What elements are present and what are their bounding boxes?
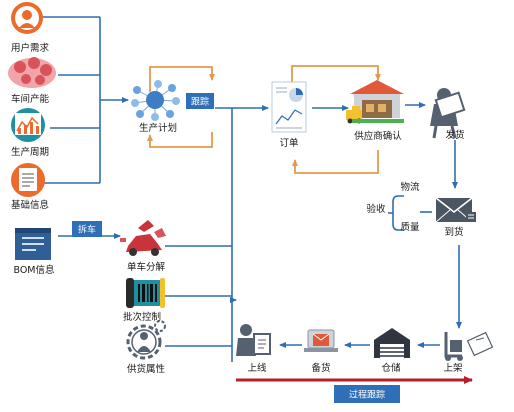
process-tracking-tag-label: 过程跟踪 — [349, 389, 385, 401]
warehouse-truck-icon — [346, 80, 404, 124]
production-plan-node: 生产计划 — [131, 80, 180, 134]
arrival-label: 到货 — [444, 226, 463, 238]
user-demand-node: 用户需求 — [11, 2, 50, 54]
worker-with-board-icon — [236, 324, 271, 356]
production-cycle-icon — [11, 108, 45, 142]
inspection-logistics-label: 物流 — [400, 181, 420, 193]
storage-node: 仓储 — [374, 328, 410, 374]
supply-attribute-node: 供货属性 — [126, 320, 166, 375]
shop-capacity-label: 车间产能 — [11, 93, 50, 105]
warehouse-icon — [374, 328, 410, 358]
supplier-confirm-label: 供应商确认 — [354, 130, 402, 142]
order-node: 订单 — [271, 81, 307, 149]
order-label: 订单 — [279, 137, 299, 149]
inspection-acceptance-label: 验收 — [366, 203, 386, 215]
picking-label: 备货 — [311, 362, 330, 374]
vehicle-breakdown-node: 单车分解 — [120, 220, 166, 273]
picking-node: 备货 — [304, 329, 338, 374]
basic-info-icon — [11, 163, 45, 197]
hand-truck-icon — [444, 331, 494, 361]
shipping-label: 发货 — [445, 129, 464, 141]
shop-capacity-node: 车间产能 — [8, 57, 56, 105]
online-label: 上线 — [247, 362, 267, 374]
laptop-boxes-icon — [304, 329, 338, 352]
envelope-icon — [435, 197, 476, 223]
shelving-node: 上架 — [443, 331, 494, 374]
supply-attribute-label: 供货属性 — [127, 363, 166, 375]
delivery-person-icon — [430, 88, 466, 139]
bom-info-node: BOM信息 — [13, 228, 55, 276]
gear-person-icon — [126, 320, 166, 360]
batch-barcode-icon — [126, 278, 165, 308]
production-plan-label: 生产计划 — [139, 122, 177, 134]
basic-info-node: 基础信息 — [11, 163, 49, 211]
supplier-confirm-node: 供应商确认 — [346, 80, 404, 142]
report-document-icon — [271, 81, 307, 133]
storage-label: 仓储 — [381, 362, 401, 374]
online-node: 上线 — [236, 324, 271, 374]
disassemble-tag-label: 拆车 — [78, 224, 96, 236]
connectors — [42, 16, 462, 362]
feedback-loops — [147, 65, 381, 174]
tracking-tag-label: 跟踪 — [191, 96, 209, 108]
production-cycle-node: 生产周期 — [11, 108, 49, 158]
inspection-quality-label: 质量 — [400, 221, 420, 233]
bom-info-icon — [15, 228, 51, 260]
user-demand-label: 用户需求 — [11, 42, 50, 54]
production-cycle-label: 生产周期 — [11, 146, 49, 158]
exploded-car-icon — [120, 220, 166, 256]
shipping-node: 发货 — [430, 88, 466, 141]
user-demand-icon — [11, 2, 43, 34]
network-hub-icon — [131, 80, 180, 121]
batch-control-node: 批次控制 — [123, 278, 165, 323]
batch-control-label: 批次控制 — [123, 311, 161, 323]
inspection-bracket — [388, 195, 432, 231]
disassemble-tag: 拆车 — [72, 221, 102, 237]
shelving-label: 上架 — [443, 363, 463, 374]
basic-info-label: 基础信息 — [11, 199, 49, 211]
vehicle-breakdown-label: 单车分解 — [127, 261, 166, 273]
shop-capacity-icon — [8, 57, 56, 88]
bom-info-label: BOM信息 — [13, 264, 54, 276]
process-tracking-tag: 过程跟踪 — [334, 385, 400, 403]
arrival-node: 到货 — [435, 197, 476, 238]
tracking-tag: 跟踪 — [186, 93, 214, 109]
